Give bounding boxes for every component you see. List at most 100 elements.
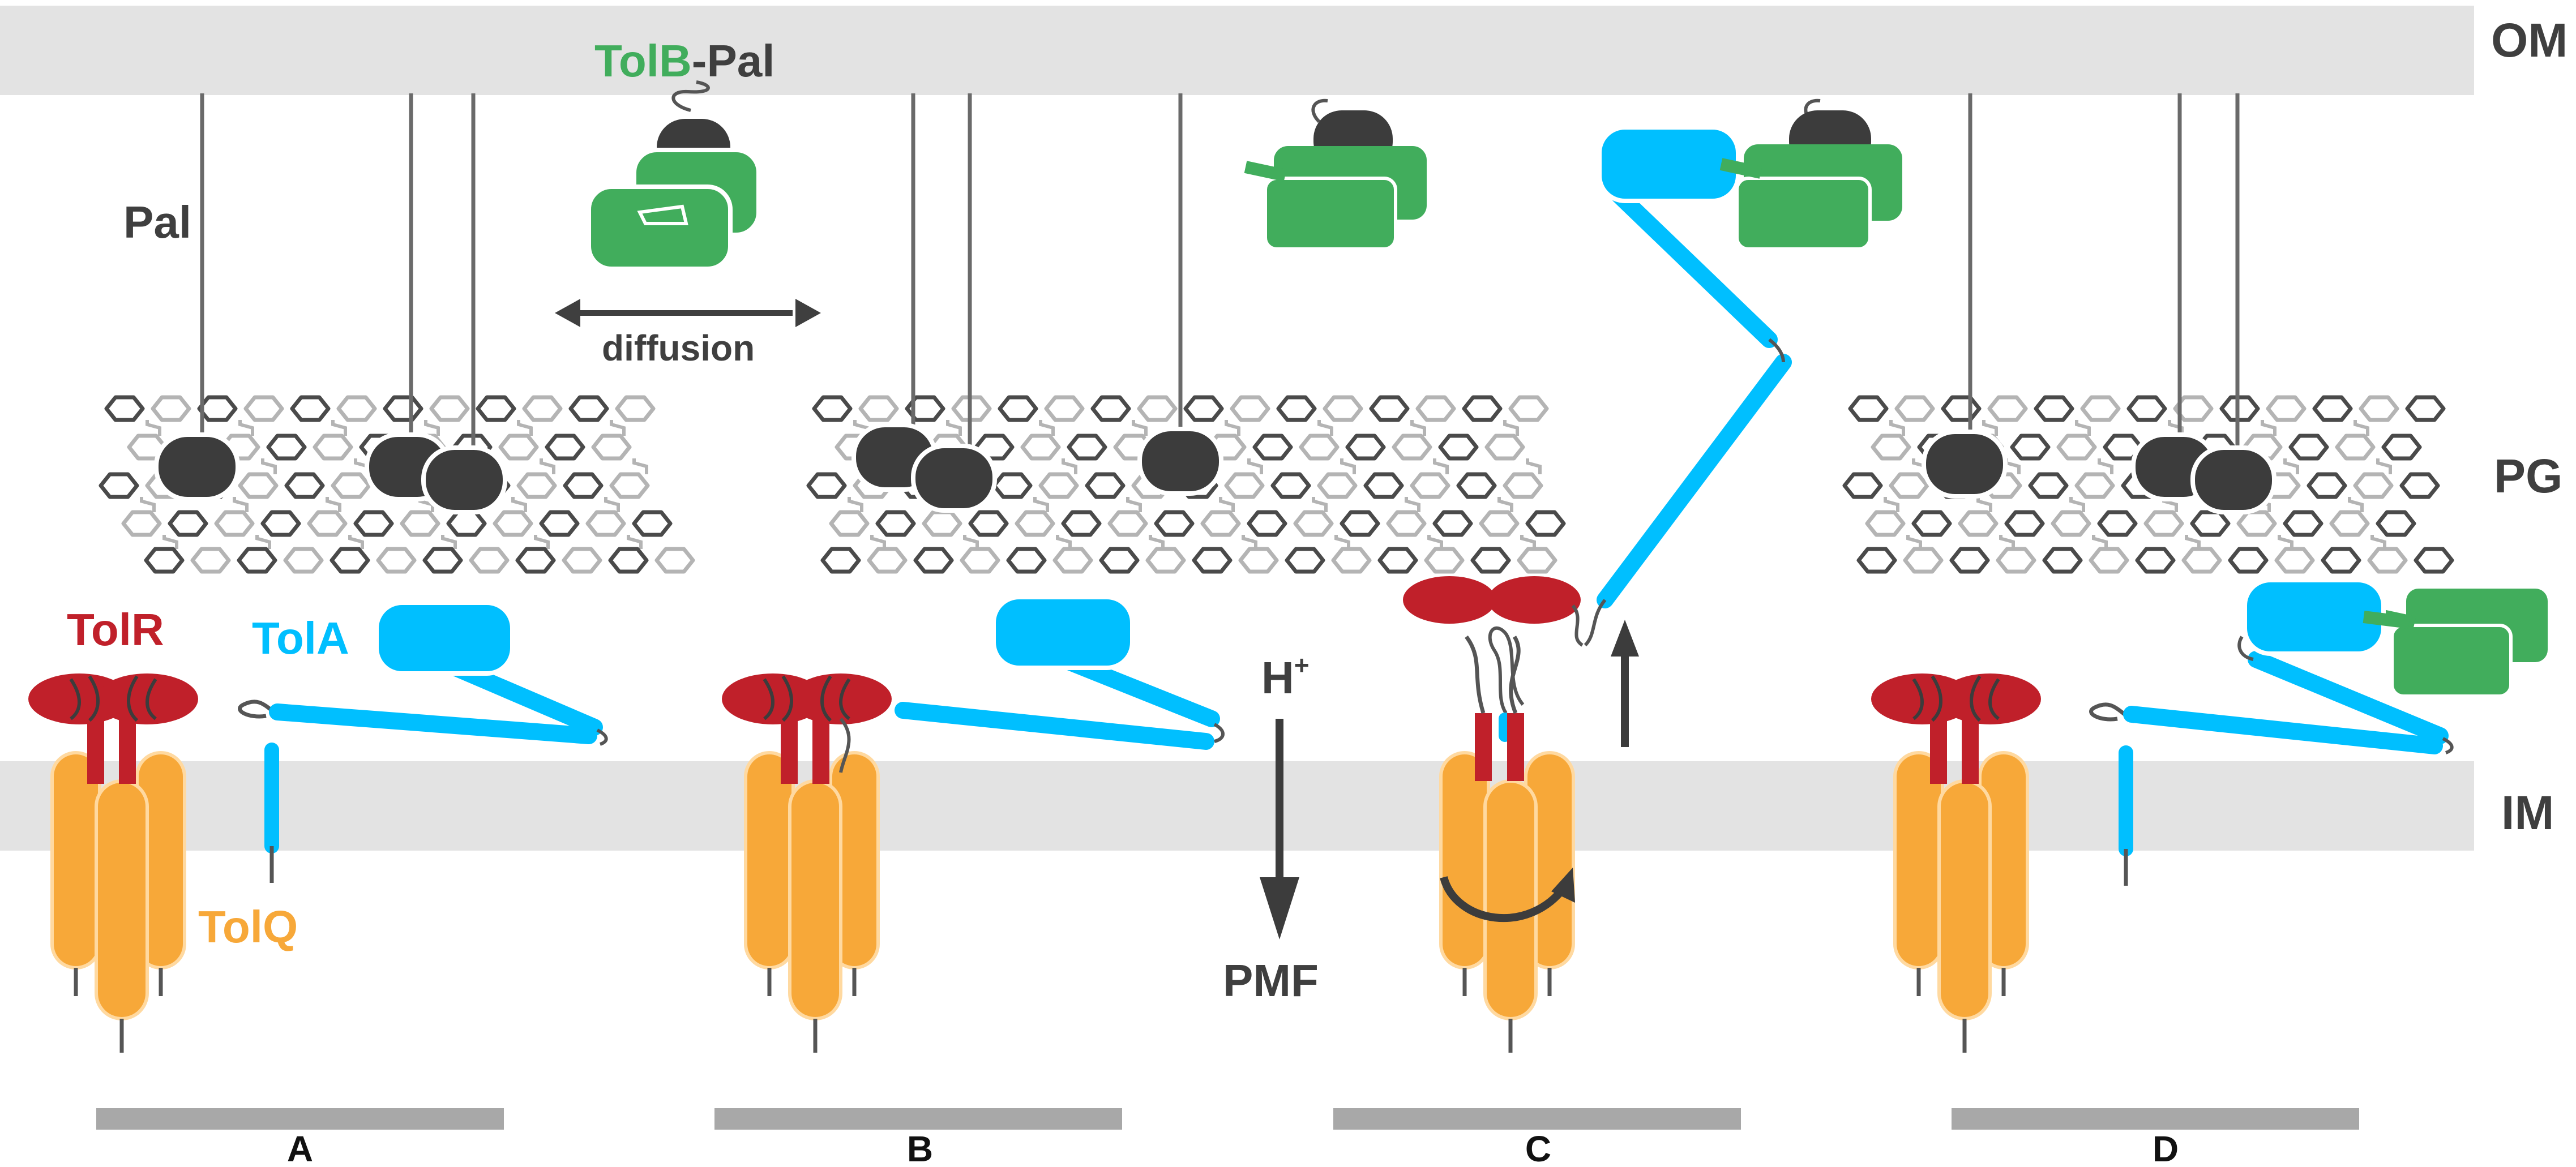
glycan-strand-unit [1194, 549, 1230, 572]
glycan-strand-unit [970, 512, 1007, 535]
glycan-strand-unit [402, 512, 438, 535]
panel-bars [96, 1108, 2359, 1130]
glycan-strand-unit [1464, 397, 1500, 420]
glycan-strand-unit [1859, 549, 1895, 572]
glycan-strand-unit [924, 512, 960, 535]
peptide-crosslink [632, 458, 648, 474]
glycan-strand-unit [524, 397, 560, 420]
glycan-strand-unit [541, 512, 577, 535]
glycan-strand-unit [123, 512, 160, 535]
glycan-strand-unit [1458, 474, 1495, 497]
peptide-crosslink [2261, 420, 2277, 436]
peptide-crosslink [1312, 497, 1328, 512]
glycan-strand-unit [1232, 397, 1268, 420]
glycan-strand-unit [1063, 512, 1099, 535]
tolq-label: TolQ [198, 902, 298, 952]
glycan-strand-unit [146, 549, 182, 572]
outer-membrane [0, 6, 2474, 95]
glycan-strand-unit [519, 474, 555, 497]
glycan-strand-unit [106, 397, 143, 420]
peptide-crosslink [2278, 535, 2293, 549]
panel-label-d: D [2153, 1129, 2179, 1167]
glycan-strand-unit [517, 549, 554, 572]
glycan-strand-unit [192, 549, 229, 572]
glycan-strand-unit [611, 474, 648, 497]
glycan-strand-unit [101, 474, 137, 497]
peptide-crosslink [963, 535, 979, 549]
peptide-crosslink [604, 497, 620, 512]
tolq-tolr-motor-c [1403, 576, 1584, 1053]
pmf-label: PMF [1223, 955, 1319, 1006]
tolb-pal-complex-free [587, 80, 761, 271]
glycan-strand-unit [2129, 397, 2165, 420]
glycan-strand-unit [1069, 436, 1105, 458]
tolq-tolr-motor-d [1871, 673, 2041, 1053]
glycan-strand-unit [2044, 549, 2081, 572]
peptide-crosslink [1132, 420, 1148, 436]
peptide-crosslink [534, 535, 550, 549]
glycan-strand-unit [1240, 549, 1277, 572]
peptide-crosslink [1242, 535, 1257, 549]
peptide-crosslink [140, 497, 156, 512]
peptidoglycan-layer-middle [808, 397, 1564, 572]
glycan-strand-unit [1897, 397, 1933, 420]
peptide-crosslink [2185, 535, 2201, 549]
glycan-strand-unit [2012, 436, 2048, 458]
im-label: IM [2501, 786, 2554, 839]
tolb-tola-complex-d [2373, 589, 2548, 698]
peptide-crosslink [162, 535, 178, 549]
glycan-strand-unit [1046, 397, 1082, 420]
rotation-arrow [1440, 876, 1569, 922]
glycan-strand-unit [1139, 397, 1175, 420]
peptide-crosslink [326, 497, 341, 512]
peptide-crosslink [2168, 420, 2184, 436]
glycan-strand-unit [292, 397, 328, 420]
glycan-strand-unit [1093, 397, 1129, 420]
glycan-strand-unit [431, 397, 468, 420]
glycan-strand-unit [588, 512, 624, 535]
glycan-strand-unit [1342, 512, 1378, 535]
glycan-strand-unit [240, 474, 276, 497]
peptide-crosslink [511, 497, 527, 512]
panel-label-c: C [1525, 1129, 1551, 1167]
glycan-strand-unit [1473, 549, 1509, 572]
peptide-crosslink [1225, 420, 1240, 436]
glycan-strand-unit [1186, 397, 1222, 420]
glycan-strand-unit [2277, 549, 2313, 572]
peptide-crosslink [1999, 535, 2015, 549]
peptide-crosslink [2354, 420, 2369, 436]
peptide-crosslink [441, 535, 457, 549]
tola-panel-b [836, 595, 1225, 900]
glycan-strand-unit [239, 549, 275, 572]
tola-panel-c-extended [1488, 125, 1792, 742]
tola-label: TolA [252, 613, 349, 663]
glycan-strand-unit [1295, 512, 1332, 535]
glycan-strand-unit [1418, 397, 1454, 420]
glycan-strand-unit [962, 549, 998, 572]
glycan-strand-unit [1960, 512, 1996, 535]
glycan-strand-unit [1998, 549, 2034, 572]
glycan-strand-unit [2268, 397, 2304, 420]
peptide-crosslink [261, 458, 277, 474]
peptide-crosslink [2370, 535, 2386, 549]
glycan-strand-unit [153, 397, 189, 420]
peptide-crosslink [331, 420, 347, 436]
glycan-strand-unit [1380, 549, 1416, 572]
glycan-strand-unit [478, 397, 514, 420]
glycan-strand-unit [2091, 549, 2127, 572]
glycan-strand-unit [2137, 549, 2173, 572]
glycan-strand-unit [2314, 397, 2351, 420]
peptide-crosslink [610, 420, 626, 436]
peptide-crosslink [424, 420, 440, 436]
glycan-strand-unit [1481, 512, 1517, 535]
glycan-strand-unit [2030, 474, 2066, 497]
peptide-crosslink [627, 535, 643, 549]
peptide-crosslink [1526, 458, 1542, 474]
glycan-strand-unit [1905, 549, 1941, 572]
glycan-strand-unit [1017, 512, 1053, 535]
glycan-strand-unit [861, 397, 897, 420]
peptide-crosslink [1906, 535, 1922, 549]
glycan-strand-unit [1226, 474, 1263, 497]
peptide-crosslink [238, 420, 254, 436]
glycan-strand-unit [268, 436, 305, 458]
